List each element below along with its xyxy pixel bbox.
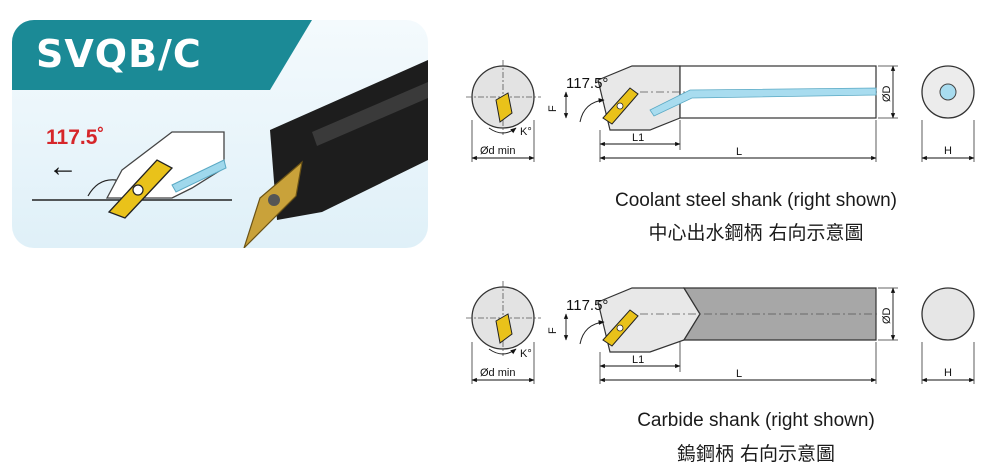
carbide-caption-zh: 鎢鋼柄 右向示意圖 — [676, 443, 836, 465]
coolant-caption-zh: 中心出水鋼柄 右向示意圖 — [648, 222, 864, 244]
coolant-shank-drawing: K° Ød min 117.5° F L1 L — [466, 60, 975, 162]
drawing-angle-label: 117.5° — [566, 75, 608, 92]
feed-direction-arrow-icon: ← — [48, 150, 78, 183]
l1-label: L1 — [632, 132, 644, 144]
bore-min-label: Ød min — [480, 145, 515, 157]
product-illustration — [32, 60, 428, 248]
angle-arc — [87, 179, 117, 197]
f-label: F — [547, 327, 559, 334]
h-label: H — [944, 367, 952, 379]
photo-insert-screw — [268, 194, 280, 206]
insert-screw — [132, 184, 144, 196]
l-label: L — [736, 146, 742, 158]
k-angle-label: K° — [520, 126, 532, 138]
end-view-left-2: K° Ød min — [466, 281, 541, 384]
product-title: SVQB/C — [36, 32, 202, 76]
coolant-hole — [649, 87, 877, 117]
k-angle-label: K° — [520, 348, 532, 360]
f-label: F — [547, 105, 559, 112]
title-banner — [12, 20, 312, 90]
coolant-caption-en: Coolant steel shank (right shown) — [615, 190, 897, 211]
side-view-coolant: 117.5° F L1 L ØD — [547, 65, 898, 162]
product-photo-panel: SVQB/C 117.5˚ ← — [12, 20, 428, 248]
end-view-right-2: H — [921, 287, 975, 384]
end-view-right: H — [921, 65, 975, 162]
h-label: H — [944, 145, 952, 157]
drawing-angle-label: 117.5° — [566, 297, 608, 314]
bore-min-label: Ød min — [480, 367, 515, 379]
approach-angle-label: 117.5˚ — [46, 126, 105, 149]
d-label: ØD — [881, 85, 893, 102]
end-view-left: K° Ød min — [466, 60, 541, 162]
l1-label: L1 — [632, 354, 644, 366]
carbide-caption-en: Carbide shank (right shown) — [637, 410, 875, 431]
coolant-channel — [171, 159, 227, 193]
side-view-carbide: 117.5° F L1 L ØD — [547, 287, 898, 384]
boring-bar-highlight — [312, 82, 428, 146]
carbide-shank-drawing: K° Ød min 117.5° F L1 L ØD — [466, 281, 975, 384]
l-label: L — [736, 368, 742, 380]
d-label: ØD — [881, 307, 893, 324]
